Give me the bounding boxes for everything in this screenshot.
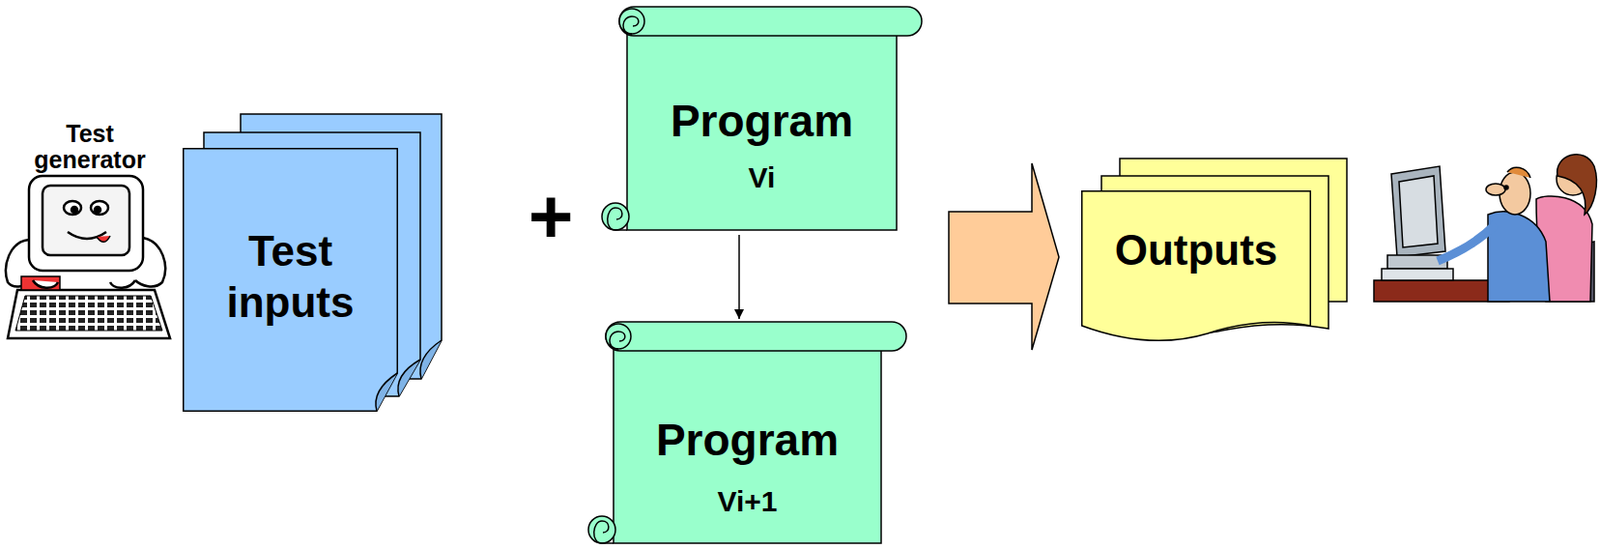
plus-sign: + <box>512 177 590 256</box>
program-scroll: ProgramVi <box>600 4 924 233</box>
document-stack: Outputs <box>1081 190 1312 347</box>
box-title: Program <box>613 413 882 467</box>
caption-label: Test generator <box>17 120 163 174</box>
version-label: Vi <box>627 160 897 196</box>
box-title: Outputs <box>1081 225 1312 277</box>
version-label: Vi+1 <box>613 484 882 519</box>
box-title: Test inputs <box>182 226 399 329</box>
test-generator-cartoon <box>5 175 171 339</box>
program-scroll: ProgramVi+1 <box>586 319 909 546</box>
block-arrow <box>948 163 1059 350</box>
users-cartoon <box>1373 154 1597 302</box>
document-stack: Test inputs <box>182 147 399 412</box>
flow-arrow <box>738 234 741 319</box>
box-title: Program <box>627 94 897 148</box>
